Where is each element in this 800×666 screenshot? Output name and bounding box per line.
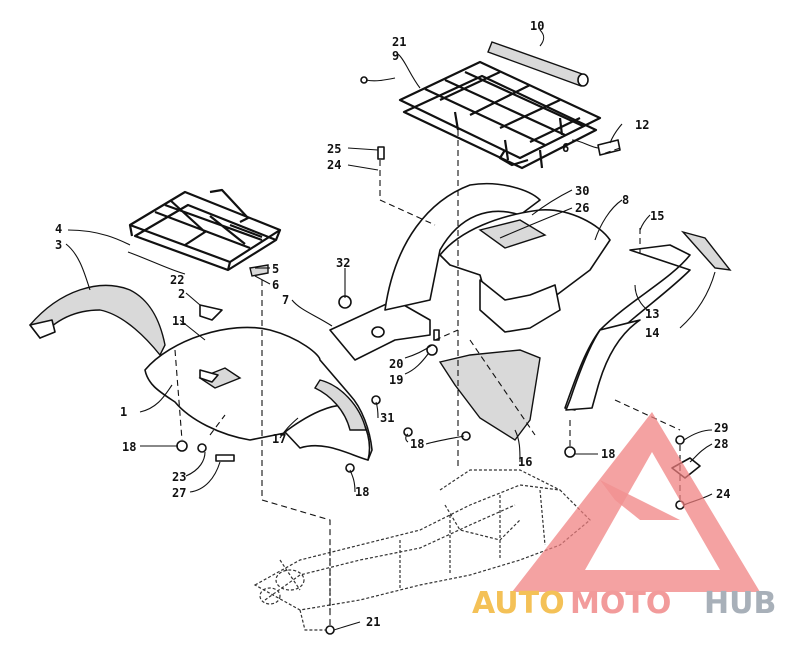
callout-1: 1 — [120, 405, 127, 419]
fender-flare — [564, 244, 691, 411]
callout-9: 9 — [392, 49, 399, 63]
callout-28: 28 — [714, 437, 728, 451]
callout-21a: 21 — [392, 35, 406, 49]
callout-16: 16 — [518, 455, 532, 469]
watermark-triangle-icon — [512, 412, 760, 592]
callout-18d: 18 — [601, 447, 615, 461]
callout-7: 7 — [282, 293, 289, 307]
callout-32: 32 — [336, 256, 350, 270]
callout-labels: 1 2 3 4 5 6 6 7 8 9 10 11 12 13 14 15 16… — [55, 19, 730, 629]
watermark-logo: AUTO MOTO HUB — [472, 412, 776, 621]
callout-25: 25 — [327, 142, 341, 156]
rack-pad — [487, 41, 589, 87]
callout-29: 29 — [714, 421, 728, 435]
callout-14: 14 — [645, 326, 659, 340]
callout-23: 23 — [172, 470, 186, 484]
watermark-hub: HUB — [704, 586, 776, 621]
callout-20: 20 — [389, 357, 403, 371]
right-mudguard — [438, 349, 541, 441]
watermark-auto: AUTO — [472, 586, 565, 621]
callout-6a: 6 — [272, 278, 279, 292]
callout-2: 2 — [178, 287, 185, 301]
callout-8: 8 — [622, 193, 629, 207]
reflector — [680, 230, 732, 271]
callout-31: 31 — [380, 411, 394, 425]
callout-22: 22 — [170, 273, 184, 287]
callout-10: 10 — [530, 19, 544, 33]
callout-18c: 18 — [410, 437, 424, 451]
callout-19: 19 — [389, 373, 403, 387]
callout-26: 26 — [575, 201, 589, 215]
callout-15: 15 — [650, 209, 664, 223]
callout-24b: 24 — [716, 487, 730, 501]
callout-5: 5 — [272, 262, 279, 276]
leader-lines — [65, 29, 716, 631]
side-cover — [329, 299, 431, 361]
rear-fender — [144, 326, 373, 461]
callout-6b: 6 — [562, 141, 569, 155]
callout-3: 3 — [55, 238, 62, 252]
callout-18a: 18 — [122, 440, 136, 454]
left-mudguard — [29, 284, 166, 357]
callout-24a: 24 — [327, 158, 341, 172]
watermark-moto: MOTO — [570, 586, 671, 621]
callout-21b: 21 — [366, 615, 380, 629]
front-rack — [128, 188, 282, 272]
callout-13: 13 — [645, 307, 659, 321]
rear-rack — [398, 60, 602, 170]
callout-17: 17 — [272, 432, 286, 446]
callout-12: 12 — [635, 118, 649, 132]
callout-11: 11 — [172, 314, 186, 328]
callout-4: 4 — [55, 222, 62, 236]
callout-27: 27 — [172, 486, 186, 500]
callout-30: 30 — [575, 184, 589, 198]
front-fender — [384, 182, 611, 333]
callout-18b: 18 — [355, 485, 369, 499]
